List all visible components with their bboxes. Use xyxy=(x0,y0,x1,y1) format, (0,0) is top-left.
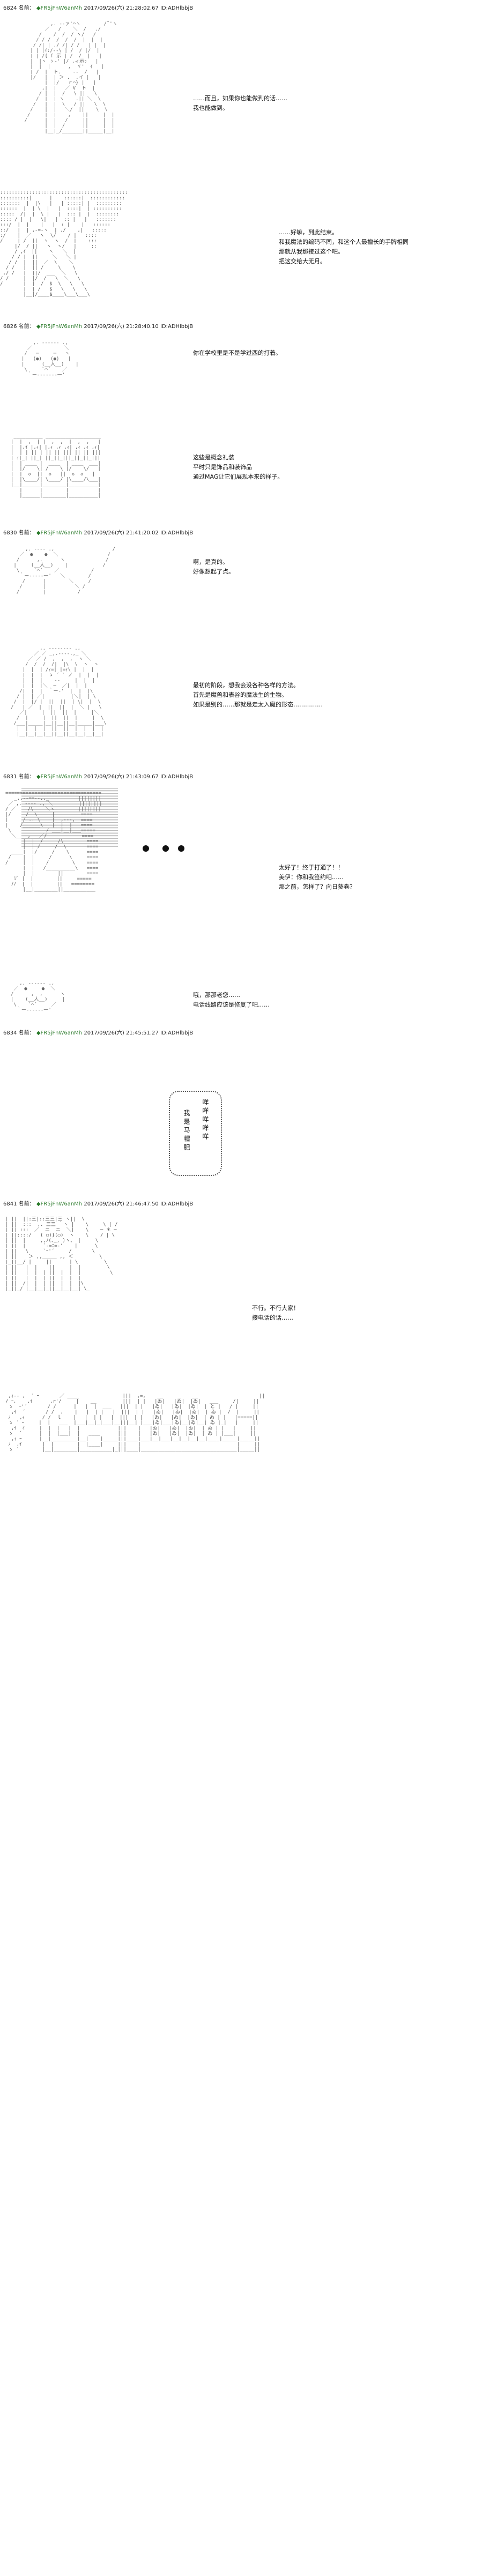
eye-dot xyxy=(178,845,184,852)
dialog-line: 首先是魔兽和表谷的魔法生的生物。 xyxy=(193,691,287,698)
post-date: 2017/09/26(六) 21:41:20.02 xyxy=(84,530,159,536)
dialog-line: 好像想起了点。 xyxy=(193,568,234,575)
dialog-line: ……而且，如果你也能做到的话…… xyxy=(193,95,287,102)
dialog-line: 平时只是饰品和装饰品 xyxy=(193,464,252,471)
dialog-line: 最初的阶段，想我会没各种各样的方法。 xyxy=(193,682,299,689)
post-id: ID:ADHlbbjB xyxy=(160,530,194,536)
dialog-block: 啊，是真的。 好像想起了点。 xyxy=(193,557,234,577)
post-trip: ◆FR5jFnW6anMh xyxy=(36,1030,83,1036)
ascii-art-character-1: ,. -‐ァ'⌒ヽ /¨'ヽ ／ / ＼ / ./ / / / / ヽ/ / /… xyxy=(24,21,117,134)
post-number: 6830 xyxy=(3,530,17,536)
ascii-art-face-with-sword: ,. ‐‐‐‐ ., / ／ ● ● ＼ / / ,. ヽ / | (__人__… xyxy=(13,547,116,595)
dialog-block: 哦，那那老您…… 电话线路应该是修复了吧…… xyxy=(193,991,270,1010)
eye-dot xyxy=(162,845,169,852)
post-name-label: 名前： xyxy=(18,1201,35,1207)
ascii-art-hand-scene: ::::::::::::::::::::::::::::::::::::::::… xyxy=(0,190,128,297)
ascii-art-character-robe: ,. -‐‐‐‐‐‐- ., ／ ／ _,.-‐‐-.,_ ＼ ／ ／ / , … xyxy=(11,646,107,737)
post-trip: ◆FR5jFnW6anMh xyxy=(36,324,83,330)
speech-frame xyxy=(169,1091,222,1176)
ascii-art-character-shout: | || ||:三|::三三|三 ヽ|| \ | || ::: ,. 三三 ｀ヽ… xyxy=(5,1217,118,1292)
ascii-art-face-small: ,. -‐‐‐‐- ., ／ ＼ / ─ ─ ヽ | (●) (●) | | (… xyxy=(21,340,79,378)
dialog-line: 美伊：你和我签约吧…… xyxy=(279,874,344,881)
post-number: 6841 xyxy=(3,1201,17,1207)
dialog-block: 你在学校里是不是学过西的打着。 xyxy=(193,348,281,358)
post-header: 6831 名前： ◆FR5jFnW6anMh 2017/09/26(六) 21:… xyxy=(3,772,193,780)
dialog-line: 啊，是真的。 xyxy=(193,559,228,565)
dialog-line: 电话线路应该是修复了吧…… xyxy=(193,1001,270,1008)
dialog-line: 那就从我那接过这个吧。 xyxy=(279,248,344,255)
post-name-label: 名前： xyxy=(18,774,35,780)
dialog-block: 这些是概念礼装 平时只是饰品和装饰品 通过MAG让它们展现本来的样子。 xyxy=(193,453,283,482)
post-trip: ◆FR5jFnW6anMh xyxy=(36,1201,83,1207)
post-header: 6826 名前： ◆FR5jFnW6anMh 2017/09/26(六) 21:… xyxy=(3,322,193,330)
post-number: 6824 xyxy=(3,5,17,11)
post-date: 2017/09/26(六) 21:28:40.10 xyxy=(84,324,159,330)
ascii-art-hand-items: __________ ___________________ | | , | |… xyxy=(11,434,101,498)
dialog-block: ……好嘛，到此结束。 和我魔法的编码不同，和这个人最擅长的手牌相同 那就从我那接… xyxy=(279,228,409,266)
post-header: 6834 名前： ◆FR5jFnW6anMh 2017/09/26(六) 21:… xyxy=(3,1028,193,1036)
post-header: 6830 名前： ◆FR5jFnW6anMh 2017/09/26(六) 21:… xyxy=(3,528,193,536)
post-header: 6824 名前： ◆FR5jFnW6anMh 2017/09/26(六) 21:… xyxy=(3,3,193,11)
dialog-line: 这些是概念礼装 xyxy=(193,454,234,461)
post-number: 6831 xyxy=(3,774,17,780)
dialog-line: 太好了！终于打通了！！ xyxy=(279,864,344,871)
dialog-line: 哦，那那老您…… xyxy=(193,992,240,999)
dialog-line: 我也能做到。 xyxy=(193,105,228,111)
dialog-line: 那之前，怎样了？向日葵卷？ xyxy=(279,883,355,890)
eye-dot xyxy=(143,845,149,852)
post-name-label: 名前： xyxy=(18,5,35,11)
post-id: ID:ADHlbbjB xyxy=(160,774,194,780)
dialog-block: 不行。不行大家！ 接电话的话…… xyxy=(252,1304,299,1323)
dialog-block: 最初的阶段，想我会没各种各样的方法。 首先是魔兽和表谷的魔法生的生物。 如果是别… xyxy=(193,681,323,710)
post-id: ID:ADHlbbjB xyxy=(160,324,194,330)
dialog-line: ……好嘛，到此结束。 xyxy=(279,229,338,236)
dialog-line: 如果是别的……那就是走太入魔的形态…………… xyxy=(193,701,323,708)
vertical-text-right: 咩咩咩咩咩 xyxy=(202,1099,209,1142)
vertical-text-left: 我是马帽肥 xyxy=(183,1110,190,1152)
post-trip: ◆FR5jFnW6anMh xyxy=(36,530,83,536)
ascii-art-face-small: ,. -‐‐‐‐- ., ／ ● ● ＼ / , , ヽ | (__人__) |… xyxy=(11,981,65,1013)
post-name-label: 名前： xyxy=(18,1030,35,1036)
post-name-label: 名前： xyxy=(18,530,35,536)
post-date: 2017/09/26(六) 21:45:51.27 xyxy=(84,1030,159,1036)
post-trip: ◆FR5jFnW6anMh xyxy=(36,5,83,11)
post-id: ID:ADHlbbjB xyxy=(160,1201,194,1207)
dialog-line: 接电话的话…… xyxy=(252,1314,293,1321)
ascii-art-city-scene: ,ｨ-‐ , ´ ｰ ／ ____ ||| ,=, __ _ __ || / ｰ… xyxy=(5,1394,265,1453)
post-date: 2017/09/26(六) 21:28:02.67 xyxy=(84,5,159,11)
post-id: ID:ADHlbbjB xyxy=(160,5,194,11)
post-header: 6841 名前： ◆FR5jFnW6anMh 2017/09/26(六) 21:… xyxy=(3,1199,193,1207)
post-date: 2017/09/26(六) 21:46:47.50 xyxy=(84,1201,159,1207)
background-shading xyxy=(21,788,118,847)
post-name-label: 名前： xyxy=(18,324,35,330)
post-date: 2017/09/26(六) 21:43:09.67 xyxy=(84,774,159,780)
dialog-line: 和我魔法的编码不同，和这个人最擅长的手牌相同 xyxy=(279,239,409,245)
dialog-line: 把这交给大无月。 xyxy=(279,258,326,265)
post-id: ID:ADHlbbjB xyxy=(160,1030,194,1036)
dialog-line: 你在学校里是不是学过西的打着。 xyxy=(193,349,281,356)
post-number: 6826 xyxy=(3,324,17,330)
dialog-block: ……而且，如果你也能做到的话…… 我也能做到。 xyxy=(193,94,287,113)
post-number: 6834 xyxy=(3,1030,17,1036)
ascii-art-scene-phone: ================================= _,.-‐=… xyxy=(5,791,102,892)
post-trip: ◆FR5jFnW6anMh xyxy=(36,774,83,780)
dialog-line: 通过MAG让它们展现本来的样子。 xyxy=(193,473,284,480)
dialog-line: 不行。不行大家！ xyxy=(252,1305,299,1312)
dialog-block: 太好了！终于打通了！！ 美伊：你和我签约吧…… 那之前，怎样了？向日葵卷？ xyxy=(279,863,355,892)
